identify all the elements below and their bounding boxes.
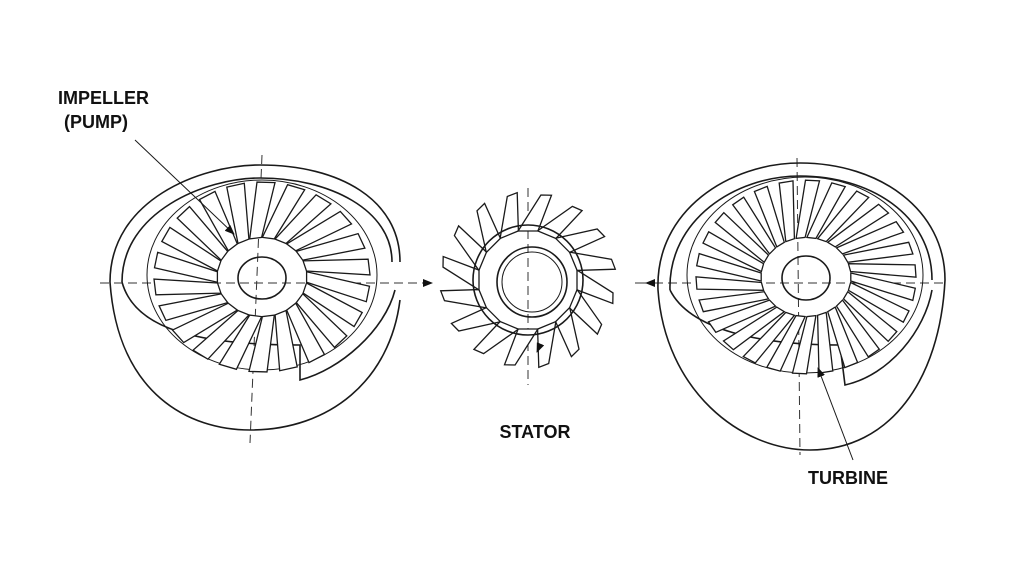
turbine-blade: [842, 290, 898, 343]
stator-tooth: [453, 224, 488, 272]
turbine-blade: [742, 311, 796, 364]
turbine-blade: [805, 182, 847, 240]
stator-tooth: [476, 202, 502, 254]
impeller-blade: [302, 282, 364, 328]
turbine-blade: [698, 291, 770, 313]
impeller-blade: [273, 193, 332, 245]
turbine-blade: [695, 276, 765, 291]
turbine-blade: [731, 196, 777, 255]
turbine: [657, 162, 946, 451]
axis-arrowhead-right: [645, 279, 655, 287]
stator: [439, 191, 617, 369]
turbine-vertical-centerline: [796, 157, 801, 456]
stator-tooth: [503, 328, 540, 366]
turbine-blade: [826, 306, 859, 369]
turbine-blade: [816, 190, 870, 243]
stator-tooth: [450, 306, 502, 332]
impeller-label-line1: IMPELLER: [58, 88, 149, 108]
turbine-blade: [753, 185, 786, 248]
impeller-blade: [305, 270, 371, 303]
impeller-blade: [302, 258, 371, 276]
impeller-outer-rim: [109, 164, 401, 283]
impeller-label-line2: (PUMP): [64, 112, 128, 132]
impeller-blade: [153, 278, 222, 296]
impeller-blade: [171, 302, 239, 344]
turbine-shell: [657, 279, 946, 451]
turbine-inner-rim: [669, 175, 933, 291]
turbine-blade: [778, 180, 796, 243]
stator-label: STATOR: [500, 422, 571, 442]
turbine-blade: [847, 263, 917, 278]
turbine-blade: [826, 203, 890, 248]
stator-body: [472, 224, 584, 336]
impeller-blade: [192, 309, 251, 361]
stator-tooth: [516, 194, 553, 232]
impeller-blade: [295, 232, 366, 261]
impeller-leader-arrow: [134, 139, 235, 235]
impeller-blade: [285, 302, 326, 364]
turbine-blade: [850, 272, 917, 302]
stator-ring-outer: [496, 246, 568, 318]
turbine-blade: [795, 179, 821, 240]
turbine-blade: [835, 299, 881, 358]
impeller: [109, 164, 401, 431]
turbine-blade: [765, 314, 807, 372]
turbine-blade: [722, 306, 786, 351]
impeller-blade: [198, 190, 239, 252]
impeller-blade: [153, 251, 219, 284]
stator-tooth: [472, 320, 520, 355]
turbine-blade: [695, 252, 762, 282]
impeller-blade: [295, 292, 348, 349]
impeller-blade: [176, 205, 229, 262]
turbine-blade: [714, 211, 770, 264]
impeller-cutaway: [121, 281, 396, 382]
impeller-shell: [109, 281, 401, 431]
stator-tooth: [554, 306, 580, 358]
stator-tooth: [576, 268, 614, 305]
impeller-blade: [261, 183, 306, 240]
stator-tooth: [554, 228, 606, 254]
stator-tooth: [568, 288, 603, 336]
turbine-leader-arrow: [817, 367, 854, 461]
turbine-label: TURBINE: [808, 468, 888, 488]
turbine-blade: [842, 241, 914, 263]
turbine-blade: [707, 299, 777, 334]
turbine-blade: [702, 230, 765, 273]
impeller-blade: [274, 309, 298, 372]
impeller-blade: [158, 293, 229, 322]
impeller-blade: [160, 226, 222, 272]
stator-tooth: [536, 205, 584, 240]
turbine-hub: [781, 255, 831, 301]
impeller-inner-rim: [121, 177, 393, 283]
impeller-blade: [218, 314, 263, 371]
stator-tooth: [442, 255, 480, 292]
impeller-blade: [226, 182, 250, 245]
stator-ring-inner: [501, 251, 563, 313]
turbine-outer-rim: [657, 162, 946, 291]
turbine-blade: [847, 281, 910, 324]
turbine-blade: [835, 220, 905, 255]
stator-pointer-arrow: [536, 342, 545, 353]
turbine-blade: [791, 314, 817, 375]
impeller-hub: [237, 256, 287, 300]
impeller-blade: [248, 314, 276, 373]
impeller-blade: [285, 210, 353, 252]
impeller-blade: [248, 181, 276, 240]
